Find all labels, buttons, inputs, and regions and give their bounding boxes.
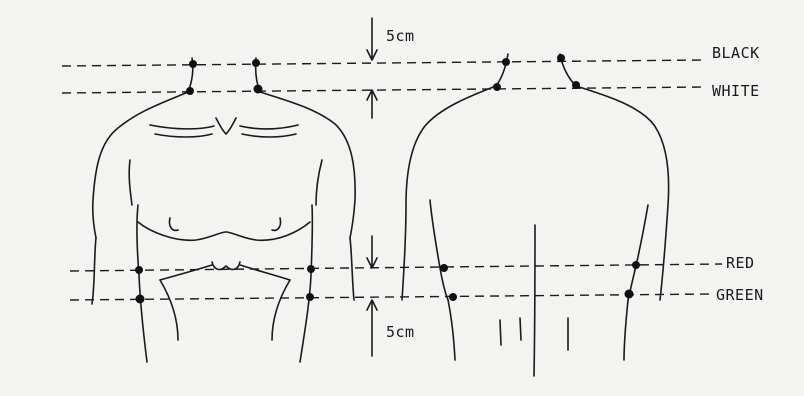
bottom-measurement-label: 5cm	[386, 323, 415, 341]
back-torso-figure	[402, 54, 669, 376]
front-torso-figure	[92, 58, 355, 362]
white-reference-line	[62, 87, 705, 93]
red-label: RED	[726, 254, 755, 272]
green-label: GREEN	[716, 286, 764, 304]
top-measurement-arrows	[367, 18, 377, 118]
top-measurement-label: 5cm	[386, 27, 415, 45]
black-reference-line	[62, 60, 705, 66]
black-label: BLACK	[712, 44, 760, 62]
red-reference-line	[70, 264, 722, 271]
green-reference-line	[70, 294, 712, 300]
bottom-measurement-arrows	[367, 236, 377, 356]
white-label: WHITE	[712, 82, 760, 100]
